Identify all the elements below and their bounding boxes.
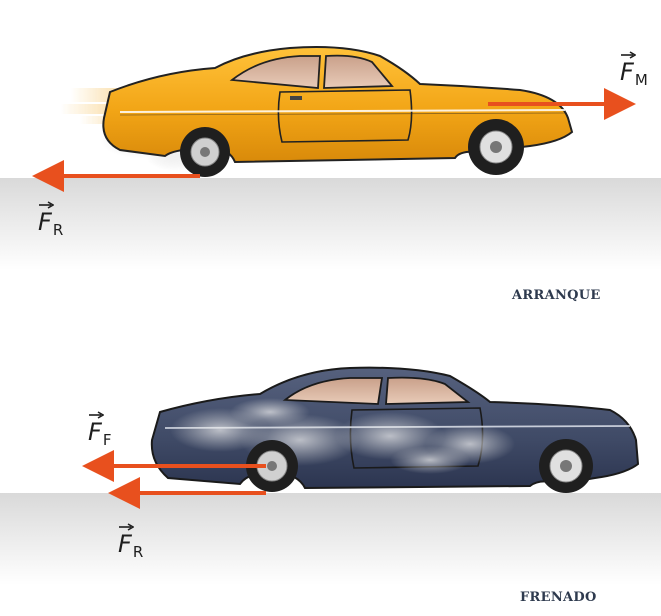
ground-bottom xyxy=(0,493,661,585)
caption-frenado: FRENADO xyxy=(520,590,597,605)
force-symbol: F xyxy=(38,208,52,236)
vector-arrow-icon xyxy=(39,201,54,209)
wheel-rear-bottom xyxy=(246,440,298,492)
wheel-front-bottom xyxy=(539,439,593,493)
force-label-fr-top: FR xyxy=(38,201,63,238)
force-symbol: F xyxy=(118,530,132,558)
vector-arrow-icon xyxy=(621,51,636,59)
force-subscript: R xyxy=(52,221,64,239)
caption-arranque: ARRANQUE xyxy=(512,288,601,303)
force-symbol: F xyxy=(88,418,102,446)
force-subscript: M xyxy=(634,71,648,89)
force-label-fm-top: FM xyxy=(620,51,648,88)
wheel-front-top xyxy=(468,119,524,175)
vector-arrow-icon xyxy=(89,411,104,419)
force-label-fr-bottom: FR xyxy=(118,523,143,560)
vector-arrow-icon xyxy=(119,523,134,531)
force-label-ff-bottom: FF xyxy=(88,411,111,448)
force-subscript: R xyxy=(132,543,144,561)
panel-top xyxy=(0,46,661,270)
wheel-rear-top xyxy=(180,127,230,177)
panel-bottom xyxy=(0,366,661,585)
force-symbol: F xyxy=(620,58,634,86)
force-subscript: F xyxy=(102,431,112,449)
ground-top xyxy=(0,178,661,270)
